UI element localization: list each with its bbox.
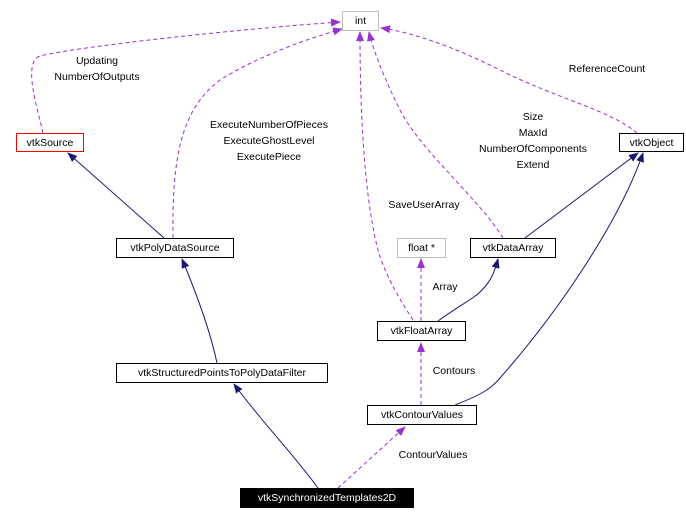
edge-label-source-int: Updating NumberOfOutputs: [54, 53, 139, 85]
edge-polydatasource-source: [67, 152, 165, 239]
edge-dataarray-object: [524, 152, 639, 239]
label-line: ReferenceCount: [568, 63, 646, 75]
edge-sync-spfilter: [233, 383, 319, 489]
node-int[interactable]: int: [342, 11, 379, 31]
label-line: ContourValues: [398, 449, 468, 461]
label-line: MaxId: [518, 127, 548, 139]
label-line: NumberOfComponents: [479, 143, 587, 155]
label-line: Updating: [75, 55, 119, 67]
edge-label-object-int: ReferenceCount: [569, 61, 645, 77]
node-float-pointer[interactable]: float *: [397, 238, 446, 258]
edge-polydatasource-int: [172, 27, 343, 239]
edge-contourvalues-object: [454, 152, 644, 406]
node-vtkdataarray[interactable]: vtkDataArray: [470, 238, 556, 258]
edge-label-sync-contourvalues: ContourValues: [399, 447, 468, 463]
label-line: ExecuteNumberOfPieces: [210, 119, 328, 131]
edge-label-floatarray-float: Array: [432, 279, 457, 295]
edge-label-polydatasource-int: ExecuteNumberOfPieces ExecuteGhostLevel …: [210, 117, 328, 165]
label-line: Extend: [516, 159, 550, 171]
node-vtkobject[interactable]: vtkObject: [619, 133, 684, 152]
edge-object-int: [380, 25, 638, 134]
label-line: Size: [522, 111, 544, 123]
edge-label-dataarray-int: Size MaxId NumberOfComponents Extend: [479, 109, 587, 173]
node-vtkpolydatasource[interactable]: vtkPolyDataSource: [116, 238, 234, 258]
label-line: ExecuteGhostLevel: [223, 135, 315, 147]
edge-floatarray-dataarray: [437, 258, 500, 322]
node-vtkcontourvalues[interactable]: vtkContourValues: [367, 405, 477, 425]
label-line: Contours: [432, 365, 476, 377]
node-vtkstructuredpointstopolydatafilter[interactable]: vtkStructuredPointsToPolyDataFilter: [116, 363, 328, 383]
edge-sync-contourvalues: [337, 426, 406, 489]
edge-dataarray-int: [367, 31, 504, 239]
edge-floatarray-int: [356, 31, 414, 321]
label-line: ExecutePiece: [236, 151, 302, 163]
label-line: Array: [432, 281, 458, 293]
node-vtkfloatarray[interactable]: vtkFloatArray: [377, 321, 466, 341]
edge-label-contourvalues-floatarray: Contours: [433, 363, 476, 379]
edge-label-floatarray-int: SaveUserArray: [388, 197, 459, 213]
node-vtksynchronizedtemplates2d: vtkSynchronizedTemplates2D: [240, 488, 414, 508]
edge-spfilter-polydatasource: [181, 258, 218, 364]
node-vtksource[interactable]: vtkSource: [16, 133, 84, 152]
label-line: SaveUserArray: [388, 199, 460, 211]
label-line: NumberOfOutputs: [54, 71, 140, 83]
